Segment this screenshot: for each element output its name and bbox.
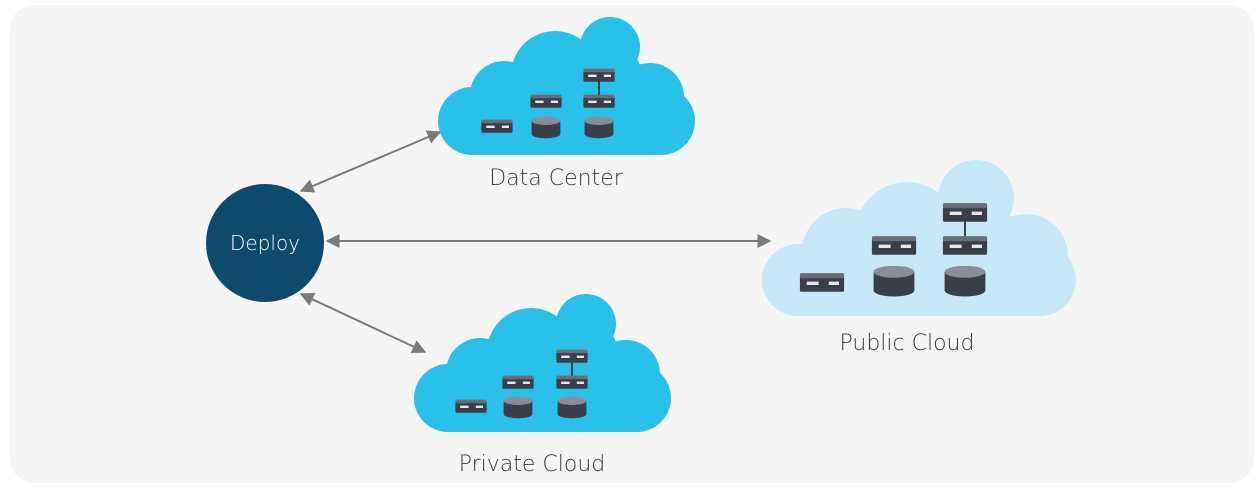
- private-cloud: [414, 294, 671, 432]
- disk-icon: [873, 265, 915, 297]
- server-icon: [556, 375, 588, 389]
- disk-icon: [944, 265, 986, 297]
- server-icon: [942, 236, 988, 255]
- server-icon: [583, 94, 615, 108]
- deploy-circle: [206, 184, 324, 302]
- server-icon: [481, 119, 513, 133]
- cloud-icon: [762, 160, 1076, 316]
- arrow-deploy-data-center: [299, 130, 442, 193]
- public-cloud-label: Public Cloud: [840, 331, 975, 356]
- deploy-label: Deploy: [230, 231, 300, 255]
- server-icon: [502, 375, 534, 389]
- public-cloud: [762, 160, 1076, 316]
- disk-icon: [584, 116, 614, 139]
- deploy-node: Deploy: [206, 184, 324, 302]
- server-icon: [583, 68, 615, 82]
- cloud-icon: [414, 294, 671, 432]
- data-center-cloud: [438, 17, 695, 155]
- server-icon: [455, 399, 487, 413]
- server-icon: [530, 94, 562, 108]
- cloud-icon: [438, 17, 695, 155]
- private-cloud-label: Private Cloud: [459, 452, 606, 477]
- server-icon: [942, 203, 988, 222]
- server-icon: [799, 273, 845, 292]
- server-icon: [556, 349, 588, 363]
- server-icon: [871, 236, 917, 255]
- disk-icon: [531, 116, 561, 139]
- data-center-label: Data Center: [489, 166, 624, 191]
- disk-icon: [557, 396, 587, 419]
- arrow-deploy-private-cloud: [299, 292, 427, 354]
- disk-icon: [503, 396, 533, 419]
